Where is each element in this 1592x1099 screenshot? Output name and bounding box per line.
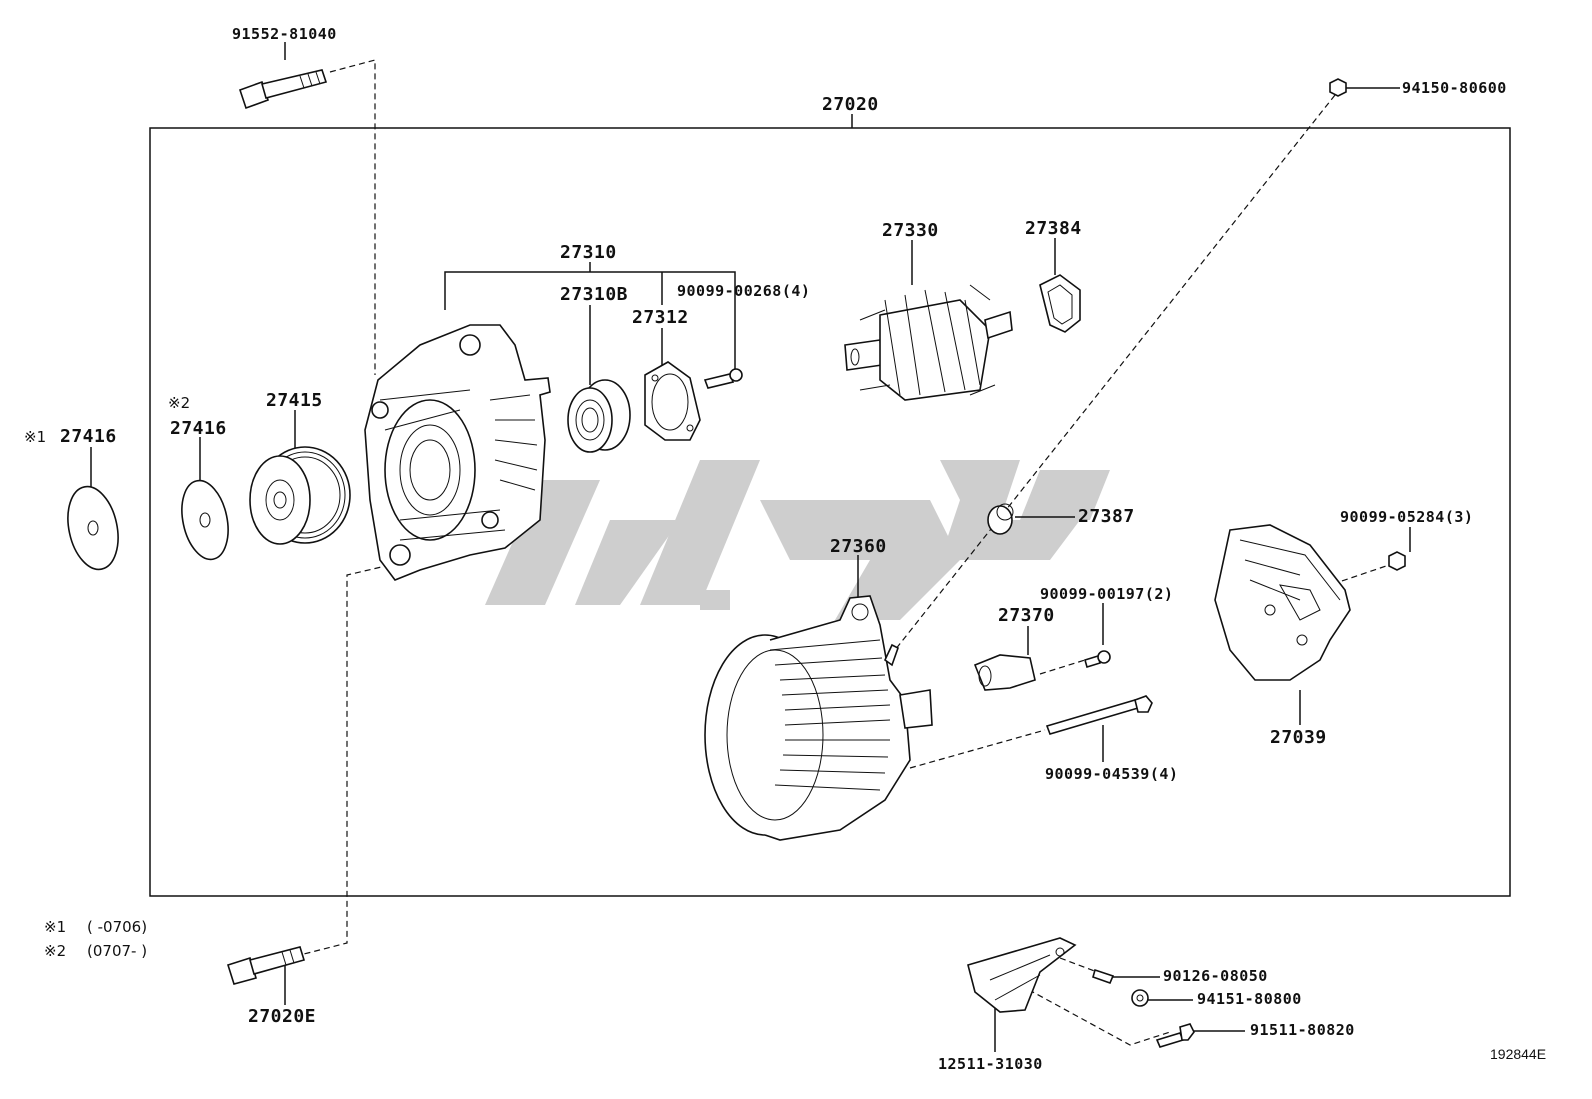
- washer-27416-2: [181, 479, 229, 561]
- pulley-27415: [249, 446, 351, 545]
- through-bolt-90099-04539: [1045, 695, 1153, 735]
- label-90126-08050: 90126-08050: [1163, 967, 1268, 985]
- bracket-12511-31030: [967, 937, 1077, 1013]
- bolt-27020E: [226, 946, 306, 985]
- screw-90099-00197: [1084, 650, 1111, 669]
- label-assembly-27020: 27020: [822, 94, 879, 115]
- insulator-27387: [987, 503, 1014, 535]
- label-27310: 27310: [560, 242, 617, 263]
- washer-27416-1: [67, 485, 119, 571]
- label-27360: 27360: [830, 536, 887, 557]
- footnote-1-mark: ※1: [44, 918, 67, 936]
- label-91511-80820: 91511-80820: [1250, 1021, 1355, 1039]
- label-27330: 27330: [882, 220, 939, 241]
- label-94150-80600: 94150-80600: [1402, 79, 1507, 97]
- rotor-27330: [844, 284, 1013, 401]
- rear-frame-27360: [704, 595, 933, 841]
- label-27387: 27387: [1078, 506, 1135, 527]
- retainer-plate-27312: [644, 361, 701, 441]
- label-27039: 27039: [1270, 727, 1327, 748]
- label-90099-05284: 90099-05284(3): [1340, 508, 1474, 526]
- label-90099-00268: 90099-00268(4): [677, 282, 811, 300]
- bolt-91552-81040: [238, 69, 328, 110]
- assembly-frame: [149, 127, 1511, 897]
- bolt-91511-80820: [1155, 1023, 1195, 1048]
- nut-94151-80800: [1131, 989, 1149, 1007]
- label-90099-00197: 90099-00197(2): [1040, 585, 1174, 603]
- footnote-2-mark: ※2: [44, 942, 67, 960]
- rear-cover-27039: [1214, 524, 1351, 681]
- label-27020E: 27020E: [248, 1006, 317, 1027]
- ring-27384: [1039, 274, 1081, 333]
- regulator-27370: [973, 654, 1036, 691]
- nut-90099-05284: [1388, 551, 1406, 571]
- label-27312: 27312: [632, 307, 689, 328]
- screw-90099-00268: [703, 368, 743, 389]
- mark-27416-1: ※1: [24, 428, 47, 446]
- label-94151-80800: 94151-80800: [1197, 990, 1302, 1008]
- figure-id: 192844E: [1490, 1046, 1547, 1062]
- label-91552-81040: 91552-81040: [232, 25, 337, 43]
- label-27416-1: 27416: [60, 426, 117, 447]
- leader-lines: [90, 42, 1411, 1052]
- bearing-27310B: [567, 379, 631, 453]
- mark-27416-2: ※2: [168, 394, 191, 412]
- watermark-logo: [485, 460, 1110, 620]
- drive-end-frame-27310: [364, 324, 551, 581]
- label-27310B: 27310B: [560, 284, 629, 305]
- footnote-2-range: (0707- ): [87, 942, 148, 960]
- label-27370: 27370: [998, 605, 1055, 626]
- label-27384: 27384: [1025, 218, 1082, 239]
- label-90099-04539: 90099-04539(4): [1045, 765, 1179, 783]
- footnote-1-range: ( -0706): [87, 918, 148, 936]
- label-27416-2: 27416: [170, 418, 227, 439]
- label-27415: 27415: [266, 390, 323, 411]
- nut-94150-80600: [1329, 78, 1347, 97]
- label-12511-31030: 12511-31030: [938, 1055, 1043, 1073]
- stud-90126-08050: [1092, 968, 1115, 985]
